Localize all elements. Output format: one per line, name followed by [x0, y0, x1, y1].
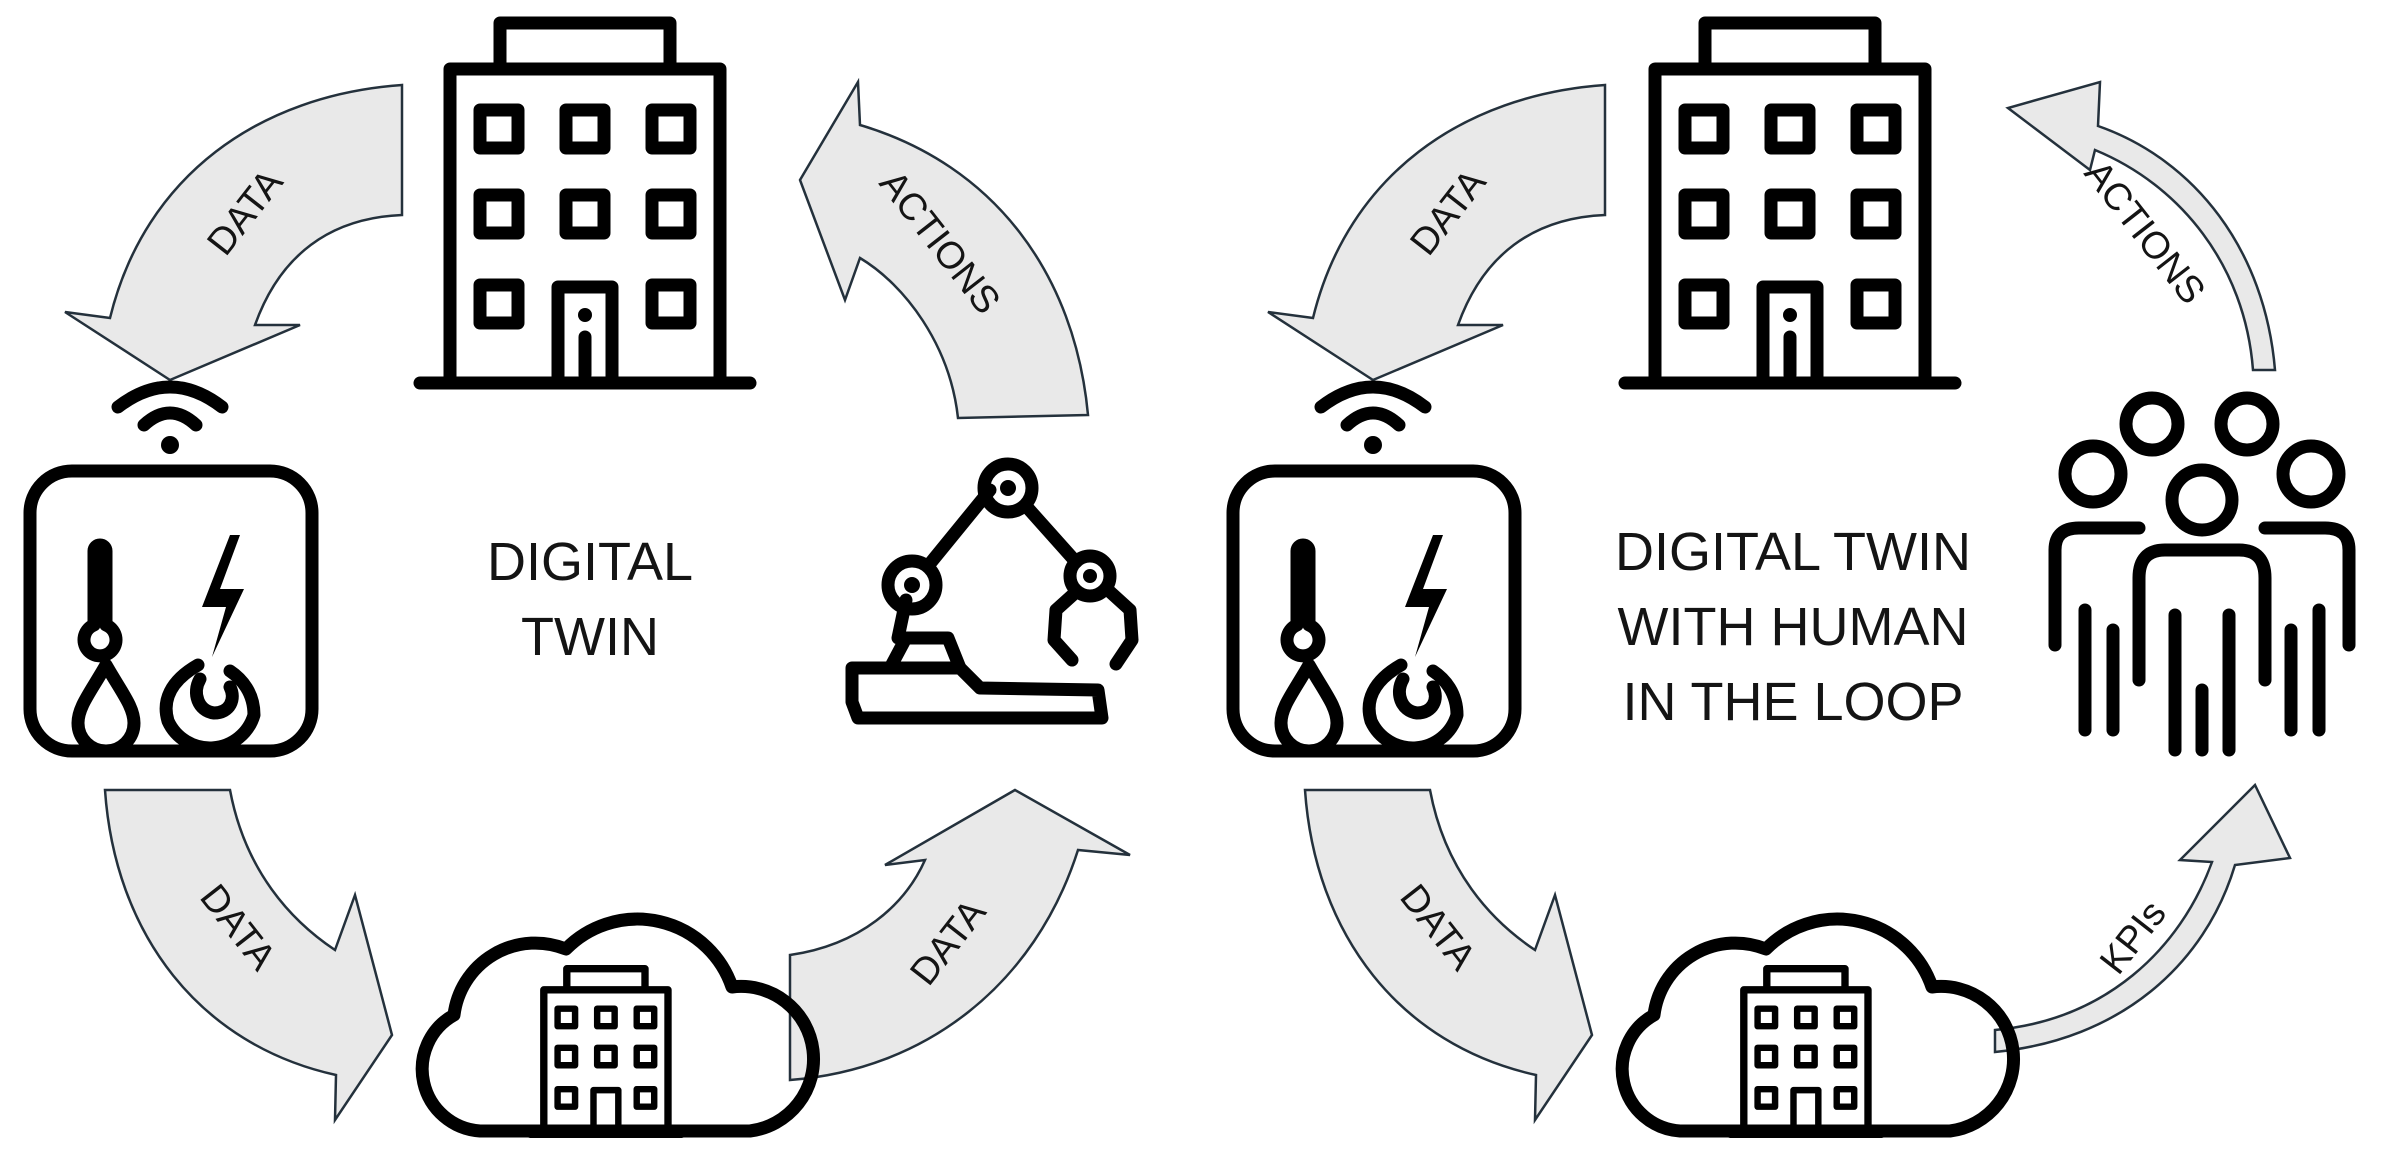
left-sensor-hub-icon	[30, 387, 312, 751]
right-title-line-1: DIGITAL TWIN	[1615, 522, 1971, 582]
left-arrow-building-to-sensor: DATA	[64, 83, 404, 382]
right-panel: DATA DATA KPIs ACTIONS	[1233, 15, 2356, 1134]
right-arrow-sensor-to-cloud: DATA	[1303, 788, 1594, 1125]
left-panel: DATA DATA DATA ACTIONS	[30, 15, 1139, 1134]
right-arrow-cloud-to-people: KPIs	[1993, 782, 2292, 1054]
left-title-line-1: DIGITAL	[487, 532, 693, 592]
right-sensor-hub-icon	[1233, 387, 1515, 751]
left-cloud-icon	[422, 919, 813, 1134]
right-arrow-people-to-building: ACTIONS	[2005, 80, 2277, 372]
robotic-arm-icon	[845, 457, 1139, 725]
left-arrow-cloud-to-robot: DATA	[788, 788, 1131, 1082]
group-of-people-icon	[2048, 391, 2356, 757]
right-cloud-icon	[1622, 919, 2013, 1134]
right-title-line-2: WITH HUMAN	[1618, 597, 1969, 657]
right-arrow-building-to-sensor: DATA	[1267, 83, 1607, 382]
left-arrow-robot-to-building: ACTIONS	[798, 77, 1090, 420]
left-center-title: DIGITAL TWIN	[487, 532, 693, 667]
left-arrow-sensor-to-cloud: DATA	[103, 788, 394, 1125]
right-building-icon	[1625, 15, 1955, 383]
left-title-line-2: TWIN	[521, 607, 659, 667]
right-center-title: DIGITAL TWIN WITH HUMAN IN THE LOOP	[1615, 522, 1971, 732]
left-building-icon	[420, 15, 750, 383]
right-title-line-3: IN THE LOOP	[1622, 672, 1963, 732]
